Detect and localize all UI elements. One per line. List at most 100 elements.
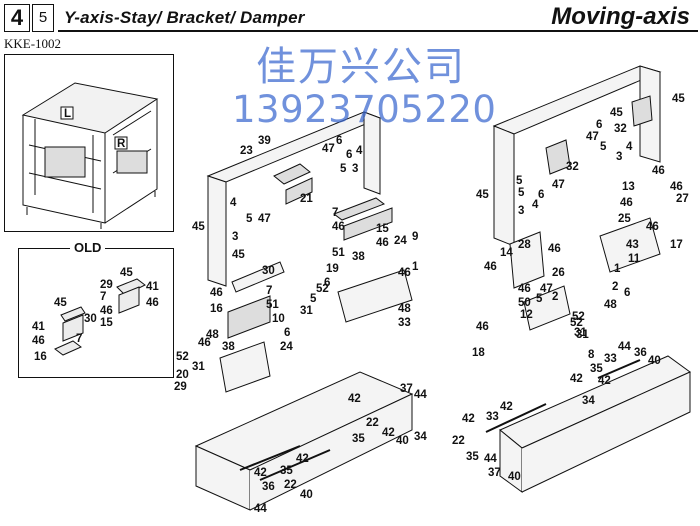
callout: 14 [500,247,513,259]
callout: 45 [120,267,133,279]
callout: 31 [574,327,587,339]
callout: 46 [376,237,389,249]
callout: 46 [476,321,489,333]
callout: 22 [284,479,297,491]
section-title: Moving-axis [551,3,690,30]
callout: 42 [598,375,611,387]
callout: 51 [332,247,345,259]
callout: 29 [174,381,187,393]
callout: 15 [376,223,389,235]
callout: 50 [518,297,531,309]
callout: 42 [296,453,309,465]
callout: 45 [192,221,205,233]
callout: 46 [198,337,211,349]
callout: 17 [670,239,683,251]
callout: 31 [576,329,589,341]
callout: 5 [536,293,543,305]
callout: 33 [398,317,411,329]
callout: 36 [262,481,275,493]
callout: 47 [586,131,599,143]
callout: 15 [100,317,113,329]
page-header: 4 5 Y-axis-Stay/ Bracket/ Damper Moving-… [0,0,700,32]
callout: 33 [604,353,617,365]
callout: 45 [476,189,489,201]
callout: 5 [518,187,525,199]
overview-left-tag: L [64,108,71,120]
callout: 6 [624,287,630,299]
callout: 16 [210,303,223,315]
callout: 2 [552,291,558,303]
callout: 46 [652,165,665,177]
callout: 34 [582,395,595,407]
callout: 5 [310,293,317,305]
callout: 26 [552,267,565,279]
callout: 42 [382,427,395,439]
callout: 43 [626,239,639,251]
callout: 20 [176,369,189,381]
callout: 46 [670,181,683,193]
callout: 7 [76,333,82,345]
callout: 6 [346,149,352,161]
old-label: OLD [70,240,106,255]
callout: 46 [210,287,223,299]
callout: 29 [100,279,113,291]
callout: 47 [258,213,271,225]
watermark-company: 佳万兴公司 [256,44,466,90]
callout: 45 [672,93,685,105]
callout: 5 [246,213,253,225]
callout: 44 [254,503,267,515]
callout: 35 [352,433,365,445]
callout: 47 [322,143,335,155]
callout: 18 [472,347,485,359]
callout: 37 [400,383,413,395]
callout: 31 [192,361,205,373]
callout: 40 [396,435,409,447]
callout: 7 [266,285,272,297]
callout: 44 [484,453,497,465]
callout: 23 [240,145,253,157]
callout: 33 [486,411,499,423]
callout: 24 [394,235,407,247]
callout: 45 [54,297,67,309]
callout: 1 [412,261,419,273]
overview-right-tag: R [117,138,126,150]
callout: 40 [300,489,313,501]
header-rule [58,30,698,32]
callout: 2 [612,281,618,293]
callout: 30 [84,313,97,325]
callout: 42 [500,401,513,413]
callout: 6 [596,119,602,131]
callout: 6 [324,277,330,289]
callout: 27 [676,193,689,205]
callout: 46 [518,283,531,295]
callout: 4 [356,145,363,157]
callout: 22 [452,435,465,447]
callout: 39 [258,135,271,147]
callout: 47 [540,283,553,295]
callout: 47 [552,179,565,191]
callout: 5 [600,141,607,153]
machine-overview-drawing: L R [21,82,159,229]
callout: 24 [280,341,293,353]
callout: 42 [570,373,583,385]
callout: 9 [412,231,418,243]
callout: 44 [414,389,427,401]
callout: 16 [34,351,47,363]
callout: 41 [146,281,159,293]
callout: 42 [348,393,361,405]
callout: 42 [462,413,475,425]
callout: 46 [548,243,561,255]
callout: 46 [146,297,159,309]
callout: 21 [300,193,313,205]
callout: 7 [332,207,338,219]
callout: 31 [300,305,313,317]
callout: 3 [616,151,622,163]
sub-page-number: 5 [32,4,54,32]
callout: 45 [232,249,245,261]
callout: 46 [484,261,497,273]
old-parts-box [18,248,174,378]
callout: 40 [648,355,661,367]
callout: 6 [538,189,544,201]
page-number: 4 [4,4,30,32]
